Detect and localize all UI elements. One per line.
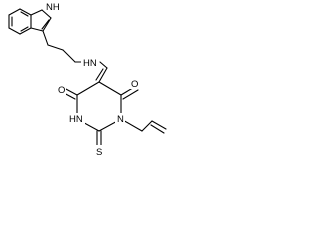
aminomethylene <box>95 61 108 83</box>
thiocarbonyl <box>96 130 102 148</box>
ethyl-linker <box>42 30 83 63</box>
molecule-drawing: NH HN O O N HN S <box>8 1 167 158</box>
indole-benzene-ring <box>8 8 32 35</box>
indole-nh-label: NH <box>46 2 60 13</box>
sulfur-label: S <box>96 147 102 158</box>
oxygen-upper-label: O <box>131 79 138 90</box>
structure-canvas: NH HN O O N HN S <box>0 0 171 179</box>
ring-hn-label: HN <box>69 114 83 125</box>
oxygen-left-label: O <box>58 85 65 96</box>
amine-hn-label: HN <box>83 58 97 69</box>
allyl-group <box>120 118 167 134</box>
ring-n-label: N <box>117 114 124 125</box>
indole-pyrrole-ring <box>30 9 52 32</box>
